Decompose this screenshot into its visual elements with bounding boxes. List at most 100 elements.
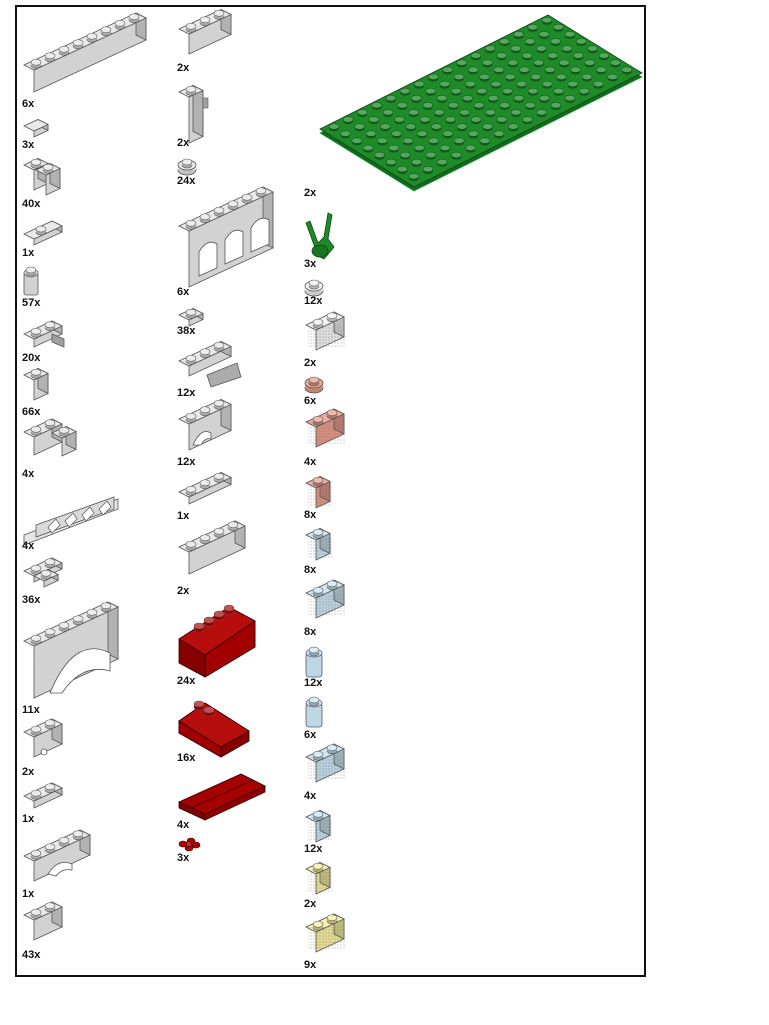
part-quantity: 3x [177, 852, 190, 864]
plate-1x3-icon [178, 471, 232, 505]
part-quantity: 4x [22, 468, 35, 480]
round-brick-trans-blue-2-icon [305, 696, 323, 728]
part-quantity: 1x [177, 510, 190, 522]
plant-stem-icon [305, 212, 335, 260]
part-quantity: 12x [304, 843, 323, 855]
part-quantity: 2x [177, 62, 190, 74]
arch-1x6-icon [23, 601, 119, 699]
part-quantity: 1x [22, 813, 35, 825]
part-brick-1x2-trans-yellow [304, 913, 354, 957]
plate-1x1-icon [178, 307, 204, 327]
part-quantity: 24x [177, 675, 196, 687]
part-plate-round-1x1 [177, 158, 199, 179]
plate-2x2-corner-icon [23, 557, 63, 588]
part-plate-1x1 [177, 307, 212, 327]
part-quantity: 40x [22, 198, 41, 210]
brick-1x1-trans-yellow-icon [305, 861, 332, 895]
part-brick-1x2-trans-blue [304, 579, 354, 623]
brick-1x4-icon [178, 520, 246, 575]
part-quantity: 6x [304, 729, 317, 741]
part-brick-1x1-trans-blue [304, 527, 339, 569]
part-slope-inverted-2x3 [177, 340, 242, 388]
part-quantity: 2x [304, 187, 317, 199]
part-quantity: 3x [304, 258, 317, 270]
plate-round-trans-clear-icon [304, 279, 324, 297]
part-plate-1x3 [177, 471, 237, 507]
brick-1x2-rounded-icon [23, 157, 61, 196]
part-quantity: 2x [304, 898, 317, 910]
part-slope-roof-33-3x4 [177, 603, 257, 678]
slope-roof-33-3x2-icon [178, 700, 250, 758]
part-brick-1x1 [22, 367, 57, 408]
part-brick-1x2-rounded [22, 157, 67, 202]
plate-round-1x1-icon [177, 158, 197, 176]
baseplate-8x16-icon [319, 14, 643, 192]
brick-1x1-trans-blue-icon [305, 527, 332, 561]
brick-1x2-icon [23, 901, 63, 941]
part-brick-1x1-trans-red [304, 475, 339, 517]
part-slope-roof-33-3x2 [177, 695, 252, 758]
flower-plate-icon [178, 837, 201, 852]
part-quantity: 2x [304, 357, 317, 369]
part-round-brick-trans-blue [304, 645, 326, 683]
part-flower-plate [177, 837, 202, 852]
part-quantity: 12x [177, 456, 196, 468]
brick-1x3-icon [178, 8, 232, 55]
plate-1x2-icon [23, 782, 63, 809]
part-brick-1x2 [22, 901, 67, 947]
part-brick-1x4 [177, 520, 252, 579]
brick-1x8-icon [23, 12, 147, 93]
part-quantity: 43x [22, 949, 41, 961]
slope-roof-ridge-icon [178, 773, 266, 821]
brick-1x1-trans-blue-2-icon [305, 809, 332, 843]
part-round-brick-trans-blue-2 [304, 695, 326, 733]
part-quantity: 12x [304, 295, 323, 307]
part-quantity: 1x [22, 247, 35, 259]
part-quantity: 66x [22, 406, 41, 418]
technic-brick-1x2-icon [23, 718, 63, 758]
slope-inverted-icon [23, 320, 65, 348]
brick-2x2-corner-icon [23, 418, 77, 457]
part-quantity: 16x [177, 752, 196, 764]
part-plate-1x2 [22, 782, 67, 810]
brick-1x2-trans-blue-2-icon [305, 743, 346, 783]
part-plate-round-trans-red [304, 376, 326, 397]
part-quantity: 8x [304, 564, 317, 576]
part-quantity: 8x [304, 626, 317, 638]
tile-1x1-icon [23, 118, 49, 138]
arch-1x3-icon [178, 398, 232, 451]
plate-1x2-jumper-icon [23, 220, 63, 246]
brick-1x1-trans-red-icon [305, 475, 332, 509]
part-quantity: 4x [177, 819, 190, 831]
part-tile-1x1 [22, 118, 57, 139]
part-quantity: 36x [22, 594, 41, 606]
part-quantity: 4x [304, 456, 317, 468]
part-quantity: 2x [177, 585, 190, 597]
part-quantity: 2x [177, 137, 190, 149]
part-plant-stem [304, 207, 339, 262]
part-brick-1x1x3-clip [177, 82, 212, 144]
part-slope-inverted [22, 317, 72, 352]
part-brick-2x2-corner [22, 418, 82, 465]
part-brick-1x1-trans-blue-2 [304, 809, 339, 851]
part-plate-2x2-corner [22, 557, 82, 589]
part-quantity: 2x [22, 766, 35, 778]
window-arches-icon [178, 186, 274, 288]
part-slope-roof-ridge [177, 772, 267, 821]
brick-1x2-trans-clear-icon [305, 311, 346, 351]
part-quantity: 4x [304, 790, 317, 802]
part-brick-1x1-trans-yellow [304, 861, 339, 903]
part-window-arches [177, 186, 285, 288]
part-arch-1x6 [22, 601, 127, 700]
brick-1x1x3-clip-icon [178, 84, 209, 144]
part-quantity: 38x [177, 325, 196, 337]
part-quantity: 8x [304, 509, 317, 521]
part-fence-1x4 [22, 496, 127, 546]
slope-roof-33-3x4-icon [178, 604, 256, 678]
arch-1x4-icon [23, 829, 91, 882]
brick-1x1-icon [23, 367, 49, 401]
slope-inverted-2x3-icon [178, 340, 242, 388]
part-baseplate-8x16 [304, 14, 644, 197]
part-quantity: 3x [22, 139, 35, 151]
part-quantity: 9x [304, 959, 317, 971]
